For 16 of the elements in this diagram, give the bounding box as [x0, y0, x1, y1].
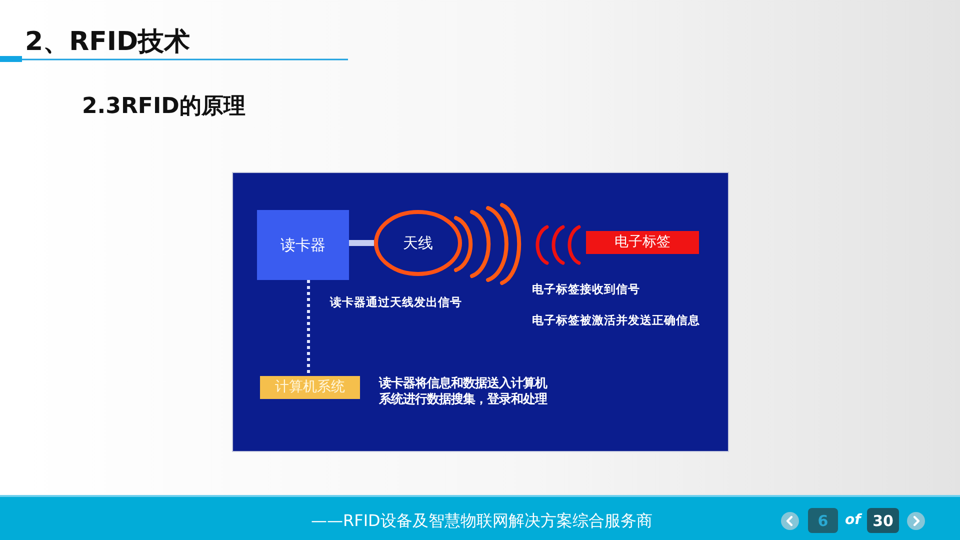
tag-box: 电子标签 [586, 231, 699, 254]
annotation-text: 读卡器通过天线发出信号 [330, 296, 462, 310]
annotation-text: 电子标签被激活并发送正确信息 [532, 314, 700, 328]
annotation-text: 电子标签接收到信号 [532, 283, 640, 297]
page-of-text: of [845, 512, 861, 529]
reader-box: 读卡器 [257, 210, 349, 280]
total-pages-number: 30 [867, 508, 899, 533]
slide-title: 2、RFID技术 [25, 27, 190, 58]
current-page-number: 6 [808, 508, 838, 533]
connector [349, 240, 374, 246]
section-subtitle: 2.3RFID的原理 [82, 94, 246, 120]
node-caption: 读卡器将信息和数据送入计算机系统进行数据搜集，登录和处理 [379, 375, 548, 408]
computer-system-box: 计算机系统 [260, 376, 360, 399]
antenna-ellipse: 天线 [374, 210, 462, 276]
dotted-connector [307, 280, 310, 376]
footer-slogan: ——RFID设备及智慧物联网解决方案综合服务商 [311, 511, 652, 530]
